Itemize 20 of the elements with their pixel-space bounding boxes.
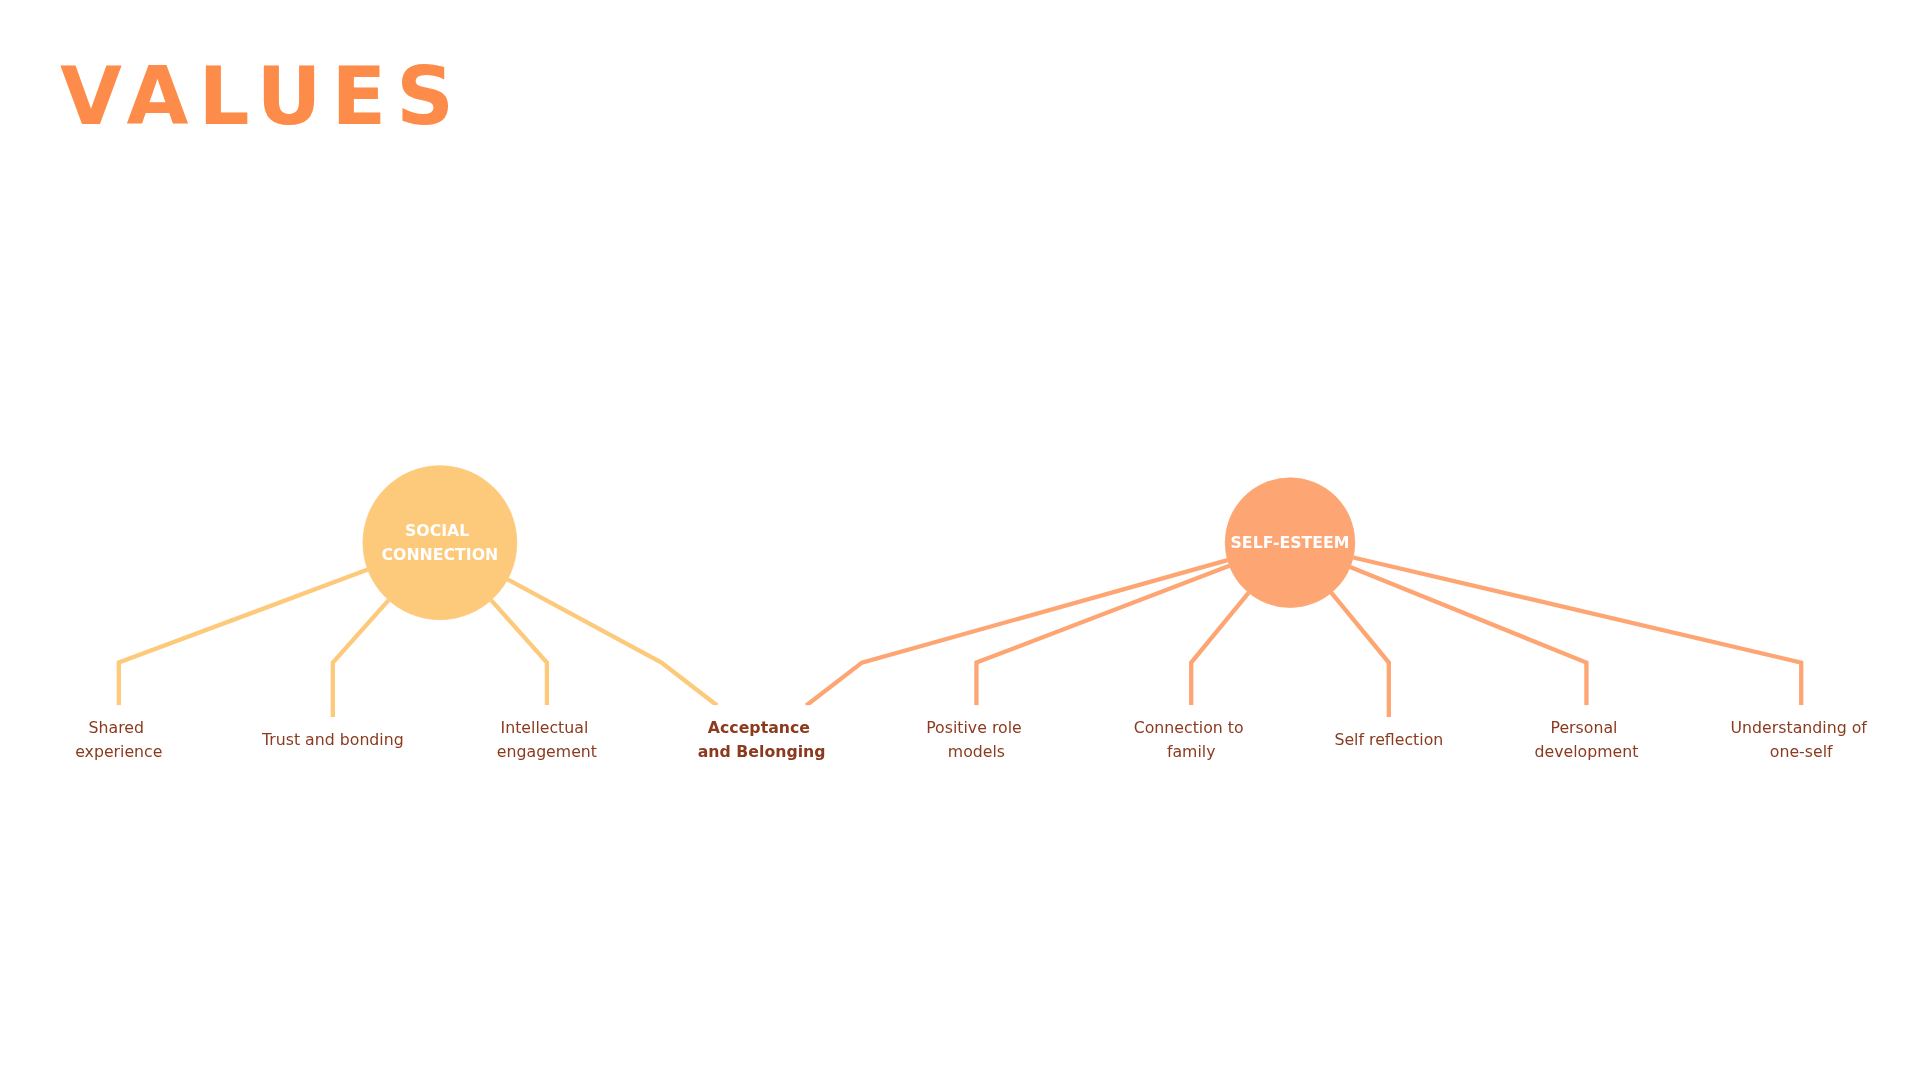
- node-text: Connection to family: [1133, 719, 1244, 761]
- connector: [1329, 591, 1391, 718]
- connector: [1349, 565, 1589, 706]
- node-text: Personal development: [1534, 719, 1639, 761]
- connector: [974, 563, 1231, 706]
- connector: [330, 598, 391, 718]
- connector: [116, 567, 369, 706]
- node-text: Shared experience: [75, 719, 163, 761]
- node-circle: SOCIAL CONNECTION: [362, 465, 518, 620]
- node-text: Positive role models: [926, 719, 1022, 761]
- connector: [489, 598, 550, 706]
- node-text: Acceptance and Belonging: [697, 719, 826, 761]
- title: VALUES: [60, 50, 464, 143]
- connector: [1189, 591, 1251, 706]
- connector: [1352, 555, 1804, 706]
- node-text: Self reflection: [1334, 730, 1444, 749]
- node-text: Understanding of one-self: [1730, 719, 1867, 761]
- node-text: Trust and bonding: [261, 730, 404, 749]
- node-circle: SELF-ESTEEM: [1224, 477, 1356, 608]
- node-text: Intellectual engagement: [496, 719, 598, 761]
